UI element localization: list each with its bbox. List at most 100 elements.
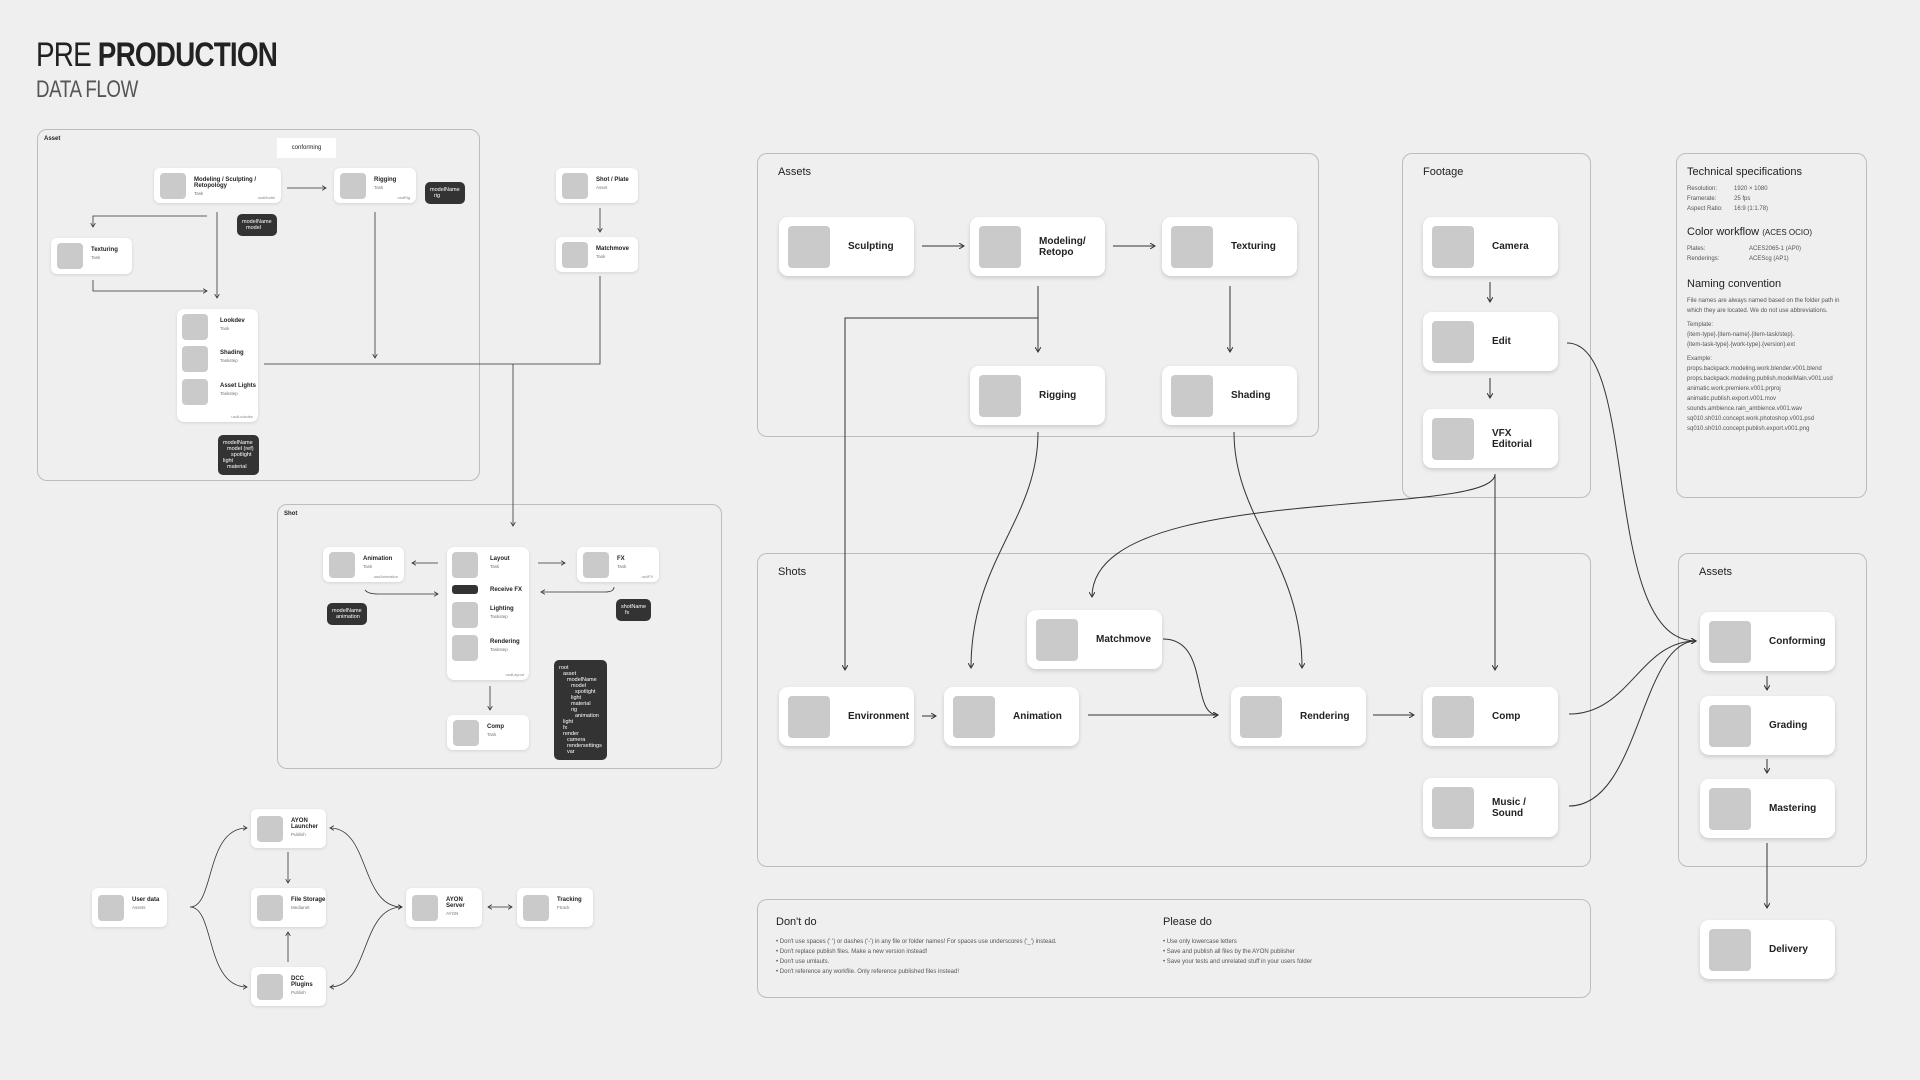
shots-panel: Shots (757, 553, 1591, 867)
delivery-card[interactable]: Delivery (1700, 920, 1835, 979)
note-line: light (223, 458, 234, 464)
rendering-card[interactable]: Rendering (1231, 687, 1366, 746)
note-line: modelName (567, 677, 597, 683)
note-line: material (227, 464, 247, 470)
thumbnail-placeholder-icon (979, 374, 1021, 417)
grading-card[interactable]: Grading (1700, 696, 1835, 755)
card-label: AYON Server (446, 897, 465, 909)
item-label: Asset Lights (220, 383, 257, 389)
footage-panel: Footage (1402, 153, 1591, 498)
modeling-card[interactable]: Modeling/ Retopo (970, 217, 1105, 276)
vfx-editorial-card[interactable]: VFX Editorial (1423, 409, 1558, 468)
music-card[interactable]: Music / Sound (1423, 778, 1558, 837)
card-tag: usdFX (641, 574, 653, 579)
spec-row: Plates:ACES2065-1 (AP0) (1687, 244, 1856, 254)
conforming-card[interactable]: Conforming (1700, 612, 1835, 671)
thumbnail-placeholder-icon (452, 552, 478, 578)
thumbnail-placeholder-icon (329, 551, 355, 578)
environment-card[interactable]: Environment (779, 687, 914, 746)
spec-row: Framerate:25 fps (1687, 194, 1856, 204)
matchmove-card[interactable]: Matchmove (1027, 610, 1162, 669)
dont-item: Don't use umlauts. (776, 957, 1156, 967)
note-line: fx (625, 610, 630, 616)
item-subtitle: Taskstep (490, 647, 508, 652)
card-label: Edit (1492, 336, 1511, 347)
card-label: Comp (487, 724, 504, 730)
spec-row: Resolution: 1920 × 1080 (1687, 184, 1856, 194)
do-item: Use only lowercase letters (1163, 937, 1543, 947)
note-line: root (559, 665, 569, 671)
thumbnail-placeholder-icon (1432, 225, 1474, 268)
card-label: Matchmove (1096, 634, 1152, 645)
thumbnail-placeholder-icon (979, 225, 1021, 268)
thumbnail-placeholder-icon (1432, 320, 1474, 363)
card-label: Sculpting (848, 241, 894, 252)
thumbnail-placeholder-icon (412, 894, 438, 921)
rigging-card[interactable]: Rigging (970, 366, 1105, 425)
spec-row: Aspect Ratio:16:9 (1:1.78) (1687, 204, 1856, 214)
shading-card[interactable]: Shading (1162, 366, 1297, 425)
receive-fx-pill-icon (452, 585, 478, 594)
note-line: light (571, 695, 582, 701)
title-light: PRE (36, 36, 98, 74)
note-line: rig (571, 707, 578, 713)
thumbnail-placeholder-icon (1709, 928, 1751, 971)
thumbnail-placeholder-icon (1240, 695, 1282, 738)
card-label: Texturing (1231, 241, 1276, 252)
comp-card[interactable]: Comp (1423, 687, 1558, 746)
thumbnail-placeholder-icon (562, 241, 588, 268)
item-label: Rendering (490, 639, 520, 645)
thumbnail-placeholder-icon (1432, 695, 1474, 738)
thumbnail-placeholder-icon (1709, 620, 1751, 663)
sculpting-card[interactable]: Sculpting (779, 217, 914, 276)
spec-value: ACEScg (AP1) (1749, 256, 1789, 262)
thumbnail-placeholder-icon (583, 551, 609, 578)
thumbnail-placeholder-icon (788, 695, 830, 738)
card-subtitle: Task (487, 732, 497, 737)
example-line: animatic.publish.export.v001.mov (1687, 396, 1777, 402)
item-subtitle: Taskstep (220, 391, 238, 396)
spec-key: Resolution: (1687, 186, 1718, 192)
title-bold: PRODUCTION (97, 36, 278, 74)
example-line: sq010.sh010.concept.work.photoshop.v001.… (1687, 416, 1815, 422)
mastering-card[interactable]: Mastering (1700, 779, 1835, 838)
item-label: Lighting (490, 606, 514, 612)
group-tag: usdLayout (505, 672, 524, 677)
thumbnail-placeholder-icon (160, 172, 186, 199)
edit-card[interactable]: Edit (1423, 312, 1558, 371)
camera-card[interactable]: Camera (1423, 217, 1558, 276)
layout-item[interactable]: Receive FX (452, 585, 522, 594)
card-label: File Storage (291, 897, 326, 903)
animation-card[interactable]: Animation (944, 687, 1079, 746)
spec-value: 1920 × 1080 (1734, 186, 1768, 192)
thumbnail-placeholder-icon (257, 973, 283, 1000)
texturing-card[interactable]: Texturing (1162, 217, 1297, 276)
